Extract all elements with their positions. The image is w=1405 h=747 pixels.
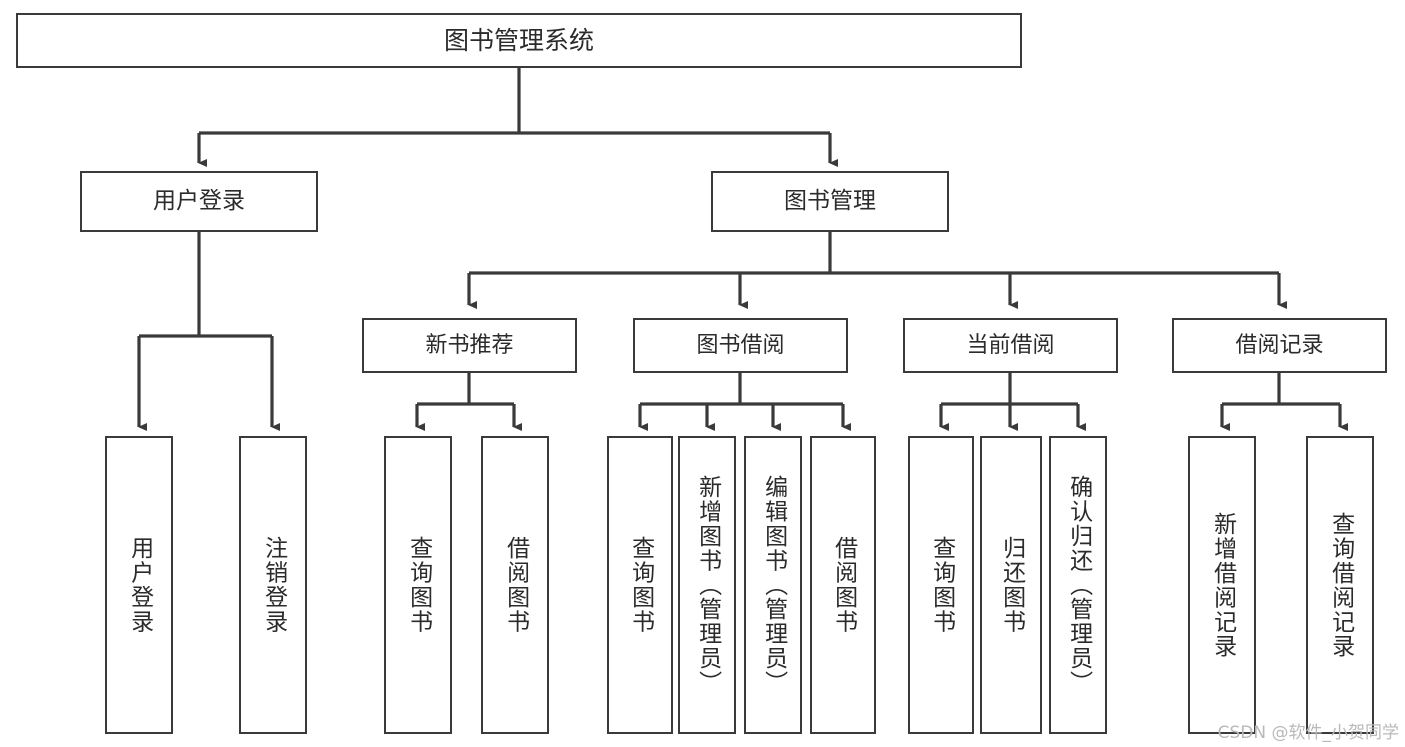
node-leaf-logout-label: 注销登录 <box>260 536 287 634</box>
node-leaf-user-login-label: 用户登录 <box>126 536 153 634</box>
node-leaf-confirm-return[interactable]: 确认归还（管理员） <box>1049 436 1107 734</box>
node-leaf-add-record-label: 新增借阅记录 <box>1209 511 1236 659</box>
node-leaf-borrow-book-1[interactable]: 借阅图书 <box>481 436 549 734</box>
node-leaf-add-record[interactable]: 新增借阅记录 <box>1188 436 1256 734</box>
node-new-book-recommend[interactable]: 新书推荐 <box>362 318 577 373</box>
node-leaf-borrow-book-2-label: 借阅图书 <box>830 536 857 634</box>
node-leaf-query-book-2[interactable]: 查询图书 <box>607 436 673 734</box>
node-current-borrow-label: 当前借阅 <box>966 332 1055 358</box>
node-borrow-record-label: 借阅记录 <box>1235 332 1324 358</box>
node-leaf-borrow-book-2[interactable]: 借阅图书 <box>810 436 876 734</box>
node-borrow-record[interactable]: 借阅记录 <box>1172 318 1387 373</box>
node-leaf-query-record[interactable]: 查询借阅记录 <box>1306 436 1374 734</box>
node-leaf-add-book-label: 新增图书（管理员） <box>694 475 721 695</box>
node-leaf-return-book[interactable]: 归还图书 <box>980 436 1042 734</box>
node-leaf-confirm-return-label: 确认归还（管理员） <box>1065 475 1092 695</box>
node-current-borrow[interactable]: 当前借阅 <box>903 318 1118 373</box>
node-leaf-query-book-1[interactable]: 查询图书 <box>384 436 452 734</box>
node-user-login[interactable]: 用户登录 <box>80 171 318 232</box>
node-new-book-recommend-label: 新书推荐 <box>425 332 514 358</box>
node-leaf-borrow-book-1-label: 借阅图书 <box>502 536 529 634</box>
node-leaf-query-book-1-label: 查询图书 <box>405 536 432 634</box>
node-leaf-return-book-label: 归还图书 <box>998 536 1025 634</box>
node-leaf-query-book-2-label: 查询图书 <box>627 536 654 634</box>
node-leaf-query-book-3-label: 查询图书 <box>928 536 955 634</box>
node-book-manage[interactable]: 图书管理 <box>711 171 949 232</box>
node-leaf-add-book[interactable]: 新增图书（管理员） <box>678 436 736 734</box>
node-root-label: 图书管理系统 <box>443 25 594 55</box>
node-leaf-user-login[interactable]: 用户登录 <box>105 436 173 734</box>
node-leaf-edit-book-label: 编辑图书（管理员） <box>760 475 787 695</box>
node-book-manage-label: 图书管理 <box>784 187 876 214</box>
node-leaf-query-record-label: 查询借阅记录 <box>1327 511 1354 659</box>
node-user-login-label: 用户登录 <box>153 187 245 214</box>
node-leaf-logout[interactable]: 注销登录 <box>239 436 307 734</box>
node-leaf-query-book-3[interactable]: 查询图书 <box>908 436 974 734</box>
csdn-watermark: CSDN @软件_小贺同学 <box>1217 723 1399 743</box>
node-book-borrow-label: 图书借阅 <box>696 332 785 358</box>
node-root[interactable]: 图书管理系统 <box>16 13 1022 68</box>
node-leaf-edit-book[interactable]: 编辑图书（管理员） <box>744 436 802 734</box>
node-book-borrow[interactable]: 图书借阅 <box>633 318 848 373</box>
